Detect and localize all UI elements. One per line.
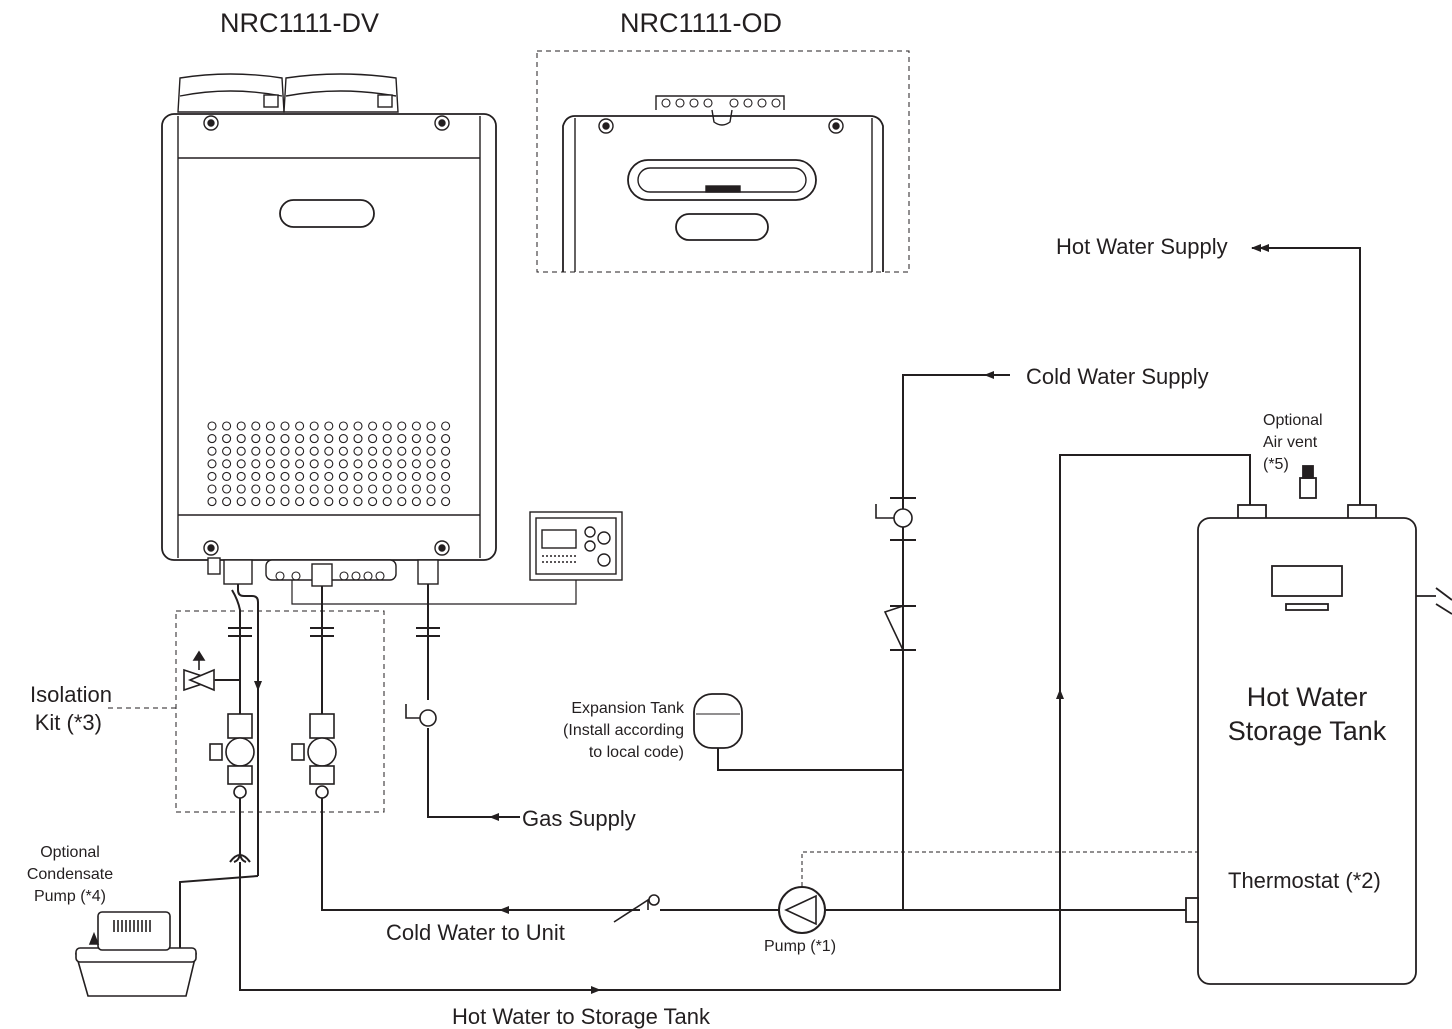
condensate-pump-box	[74, 911, 198, 997]
model-dv-label: NRC1111-DV	[220, 8, 380, 38]
remote-controller	[529, 511, 623, 581]
condensate-pump-label-2: Condensate	[26, 866, 114, 883]
isolation-kit-label-1: Isolation	[30, 682, 112, 707]
vent-holes	[207, 421, 451, 507]
expansion-tank-label-1: Expansion Tank	[571, 700, 684, 717]
bottom-bracket-holes	[275, 571, 385, 581]
storage-tank	[1185, 465, 1452, 985]
valves	[183, 504, 913, 934]
cold-water-supply-label: Cold Water Supply	[1026, 364, 1209, 389]
water-heater-dv	[161, 73, 497, 587]
hot-water-to-storage-label: Hot Water to Storage Tank	[452, 1004, 711, 1029]
thermostat-label: Thermostat (*2)	[1228, 868, 1381, 893]
expansion-tank-label-3: to local code)	[588, 744, 684, 761]
condensate-pump-label-3: Pump (*4)	[33, 888, 107, 905]
gas-supply-label: Gas Supply	[522, 806, 636, 831]
expansion-tank-label-2: (Install according	[563, 722, 684, 739]
air-vent-label-3: (*5)	[1263, 456, 1289, 473]
water-heater-od	[536, 50, 910, 273]
bracket-holes	[661, 98, 781, 108]
pump-label: Pump (*1)	[764, 938, 837, 955]
model-od-label: NRC1111-OD	[620, 8, 783, 38]
isolation-kit-box	[108, 610, 385, 813]
piping	[179, 244, 1361, 994]
hot-water-supply-label: Hot Water Supply	[1056, 234, 1228, 259]
isolation-kit-label-2: Kit (*3)	[34, 710, 102, 735]
expansion-tank	[693, 693, 743, 749]
condensate-pump-label-1: Optional	[40, 844, 100, 861]
storage-tank-label-2: Storage Tank	[1227, 716, 1387, 746]
air-vent-label-2: Air vent	[1263, 434, 1318, 451]
cold-water-to-unit-label: Cold Water to Unit	[386, 920, 565, 945]
air-vent-label-1: Optional	[1263, 412, 1323, 429]
storage-tank-label-1: Hot Water	[1246, 682, 1368, 712]
